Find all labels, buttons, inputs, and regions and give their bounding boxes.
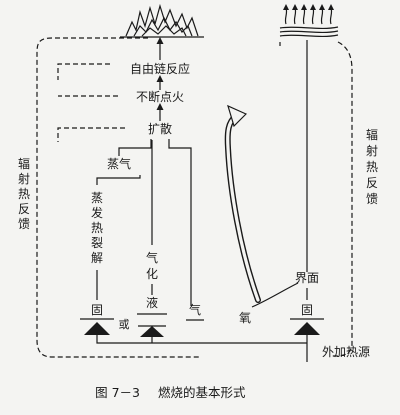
- heat-source-mid-icon: [140, 326, 164, 337]
- svg-text:化: 化: [146, 267, 158, 281]
- flame-icon: [120, 3, 204, 38]
- svg-text:馈: 馈: [18, 217, 30, 231]
- burning-surface-icon: [279, 4, 339, 38]
- figure-number: 图 7－3: [95, 385, 140, 400]
- svg-text:解: 解: [91, 251, 103, 265]
- svg-text:热: 热: [18, 187, 30, 201]
- svg-text:辐: 辐: [18, 156, 30, 171]
- radiation-feedback-left-label: 辐 射 热 反 馈: [18, 156, 30, 231]
- svg-text:气: 气: [146, 250, 158, 265]
- right-feedback-loop: [279, 41, 353, 357]
- solid-right-label: 固: [301, 303, 313, 317]
- solid-left-label: 固: [91, 303, 103, 317]
- figure-title: 燃烧的基本形式: [158, 385, 246, 400]
- svg-text:反: 反: [18, 202, 30, 216]
- svg-text:馈: 馈: [366, 192, 378, 206]
- gasify-label: 气 化: [146, 250, 158, 281]
- left-feedback-loop: [36, 37, 200, 358]
- external-heat-label: 外加热源: [322, 345, 370, 359]
- oxygen-label: 氧: [239, 311, 251, 325]
- svg-text:热: 热: [366, 160, 378, 174]
- gas-label: 气: [189, 302, 201, 317]
- interface-label: 界面: [295, 271, 319, 285]
- svg-text:射: 射: [18, 171, 30, 186]
- svg-text:射: 射: [366, 143, 378, 158]
- continuous-fire-label: 不断点火: [136, 89, 184, 104]
- oxygen-to-interface-line: [251, 282, 299, 308]
- svg-text:热: 热: [91, 221, 103, 235]
- diffusion-label: 扩散: [148, 121, 172, 136]
- svg-text:发: 发: [91, 205, 103, 220]
- svg-text:蒸: 蒸: [91, 191, 103, 205]
- evap-pyrolysis-label: 蒸 发 热 裂 解: [91, 191, 103, 265]
- radiation-feedback-right-label: 辐 射 热 反 馈: [366, 127, 378, 206]
- heat-source-right-icon: [294, 322, 320, 335]
- feed-lines: [96, 139, 192, 306]
- svg-text:辐: 辐: [366, 127, 378, 142]
- heat-source-base-line: [96, 335, 308, 362]
- vapor-label: 蒸气: [107, 156, 131, 171]
- liquid-label: 液: [146, 295, 158, 310]
- rising-heat-arrows-icon: [283, 4, 334, 25]
- oxygen-arrow: [224, 104, 261, 303]
- chain-reaction-label: 自由链反应: [130, 61, 190, 76]
- svg-text:反: 反: [366, 176, 378, 190]
- central-arrows: [156, 37, 164, 121]
- material-base-lines: [80, 313, 324, 327]
- heat-source-left-icon: [84, 322, 110, 335]
- svg-text:裂: 裂: [91, 236, 103, 250]
- or-label: 或: [119, 318, 130, 331]
